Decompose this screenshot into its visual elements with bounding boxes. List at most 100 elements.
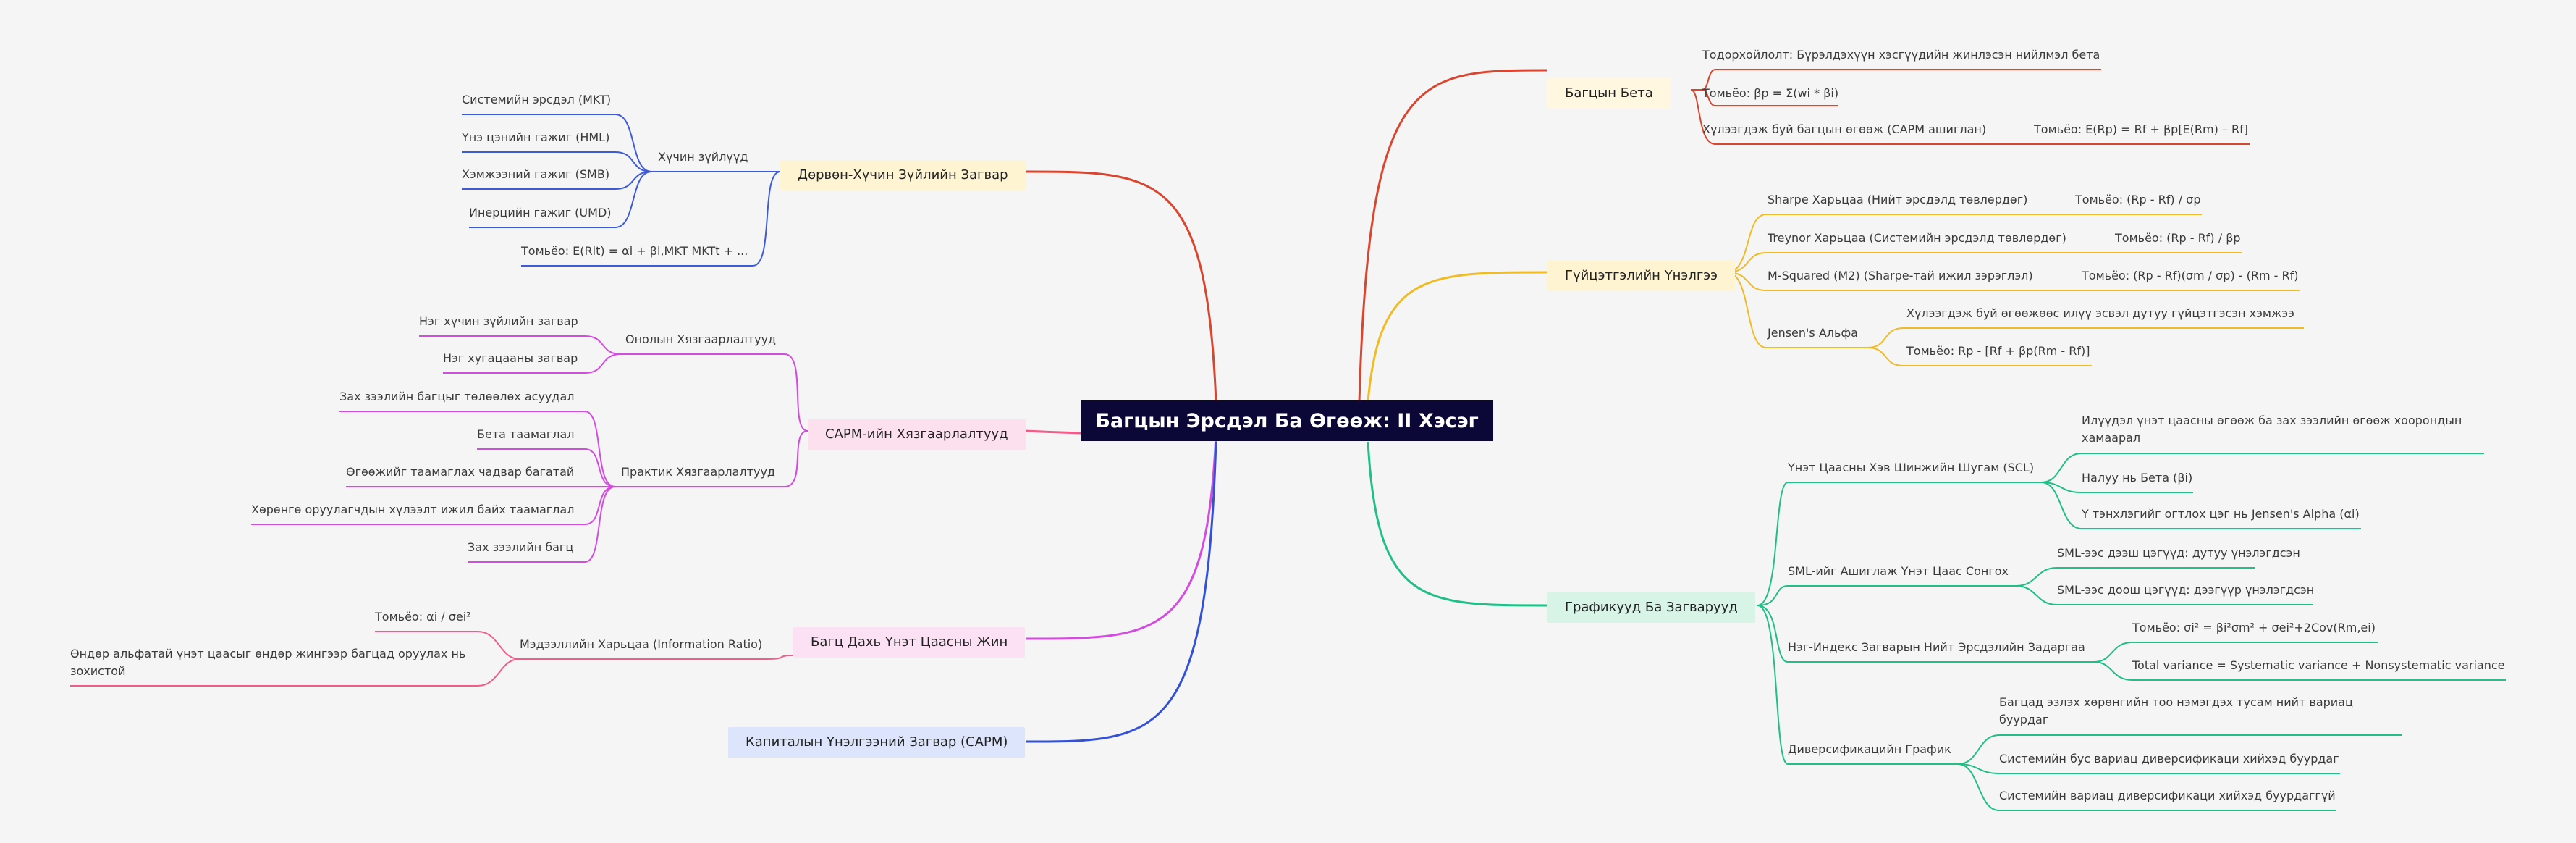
branch-label: Багц Дахь Үнэт Цаасны Жин: [811, 634, 1008, 650]
factors-node: Хүчин зүйлүүд: [658, 150, 748, 164]
div-total-variance: Багцад эзлэх хөрөнгийн тоо нэмэгдэх туса…: [1999, 695, 2353, 726]
link-four-factor: [1026, 170, 1217, 403]
single-factor-model: Нэг хүчин зүйлийн загвар: [419, 314, 578, 328]
single-period-model: Нэг хугацааны загвар: [443, 351, 578, 365]
branch-label: Багцын Бета: [1565, 85, 1653, 101]
beta-expected-return: Хүлээгдэж буй багцын өгөөж (CAPM ашиглан…: [1702, 122, 1987, 136]
single-index-decomposition: Нэг-Индекс Загварын Нийт Эрсдэлийн Задар…: [1788, 640, 2085, 654]
factor-smb: Хэмжээний гажиг (SMB): [462, 167, 610, 181]
branch-capm[interactable]: Капиталын Үнэлгээний Загвар (CAPM): [728, 727, 1026, 758]
root-node[interactable]: Багцын Эрсдэл Ба Өгөөж: II Хэсэг: [1081, 400, 1493, 441]
practical-limitations: Практик Хязгаарлалтууд: [621, 465, 775, 479]
link-ir-desc: [70, 658, 520, 687]
branch-label: Капиталын Үнэлгээний Загвар (CAPM): [746, 734, 1008, 750]
factor-hml: Үнэ цэнийн гажиг (HML): [462, 130, 610, 144]
link-scl-3: [2040, 482, 2361, 529]
high-alpha-weight: Өндөр альфатай үнэт цаасыг өндөр жингээр…: [70, 647, 466, 678]
link-p5: [468, 486, 616, 563]
scl-slope: Налуу нь Бета (βi): [2082, 471, 2193, 485]
scl-relationship: Илүүдэл үнэт цаасны өгөөж ба зах зээлийн…: [2082, 414, 2462, 445]
scl-line: Үнэт Цаасны Хэв Шинжийн Шугам (SCL): [1788, 461, 2035, 474]
branch-label: Графикууд Ба Загварууд: [1565, 600, 1738, 615]
link-scl: [1757, 482, 2041, 606]
factor-mkt: Системийн эрсдэл (MKT): [462, 93, 612, 106]
link-p2: [477, 448, 616, 487]
jensens-alpha-formula: Томьёо: Rp - [Rf + βp(Rm - Rf)]: [1906, 344, 2090, 358]
four-factor-formula: Томьёо: E(Rit) = αi + βi,MKT MKTt + ...: [521, 244, 748, 258]
link-graphs: [1367, 441, 1548, 607]
factor-umd: Инерцийн гажиг (UMD): [469, 206, 612, 219]
link-si-2: [2093, 661, 2506, 681]
link-f2: [462, 151, 652, 172]
sharpe-formula: Томьёо: (Rp - Rf) / σp: [2075, 193, 2201, 206]
link-scl-1: [2040, 453, 2484, 483]
beta-formula: Томьёо: βp = Σ(wi * βi): [1702, 86, 1839, 100]
div-systematic: Системийн вариац диверсификаци хийхэд бу…: [1999, 789, 2336, 802]
link-practical: [615, 430, 808, 487]
link-sml: [1757, 585, 2016, 606]
root-title: Багцын Эрсдэл Ба Өгөөж: II Хэсэг: [1095, 409, 1479, 432]
link-p4: [251, 486, 616, 525]
branch-portfolio-beta[interactable]: Багцын Бета: [1547, 78, 1671, 109]
link-beta-formula: [1702, 89, 1838, 106]
link-f3: [462, 171, 652, 190]
link-jensen-formula: [1867, 347, 2092, 366]
branch-label: Гүйцэтгэлийн Үнэлгээ: [1565, 268, 1718, 283]
link-sml-2: [2015, 585, 2313, 605]
div-nonsystematic: Системийн бус вариац диверсификаци хийхэ…: [1999, 752, 2339, 766]
link-weights: [1026, 434, 1217, 640]
diversification-graph: Диверсификацийн График: [1788, 742, 1951, 756]
link-beta: [1358, 69, 1548, 403]
link-beta-def: [1702, 69, 2101, 91]
branch-capm-limitations[interactable]: CAPM-ийн Хязгаарлалтууд: [808, 419, 1026, 450]
link-theoretical: [621, 353, 808, 432]
single-index-formula: Томьёо: σi² = βi²σm² + σei²+2Cov(Rm,ei): [2132, 621, 2376, 634]
link-div: [1757, 605, 1958, 765]
sharpe-ratio: Sharpe Харьцаа (Нийт эрсдэлд төвлөрдөг): [1768, 193, 2028, 206]
link-div-2: [1957, 763, 2340, 774]
theoretical-limitations: Онолын Хязгаарлалтууд: [625, 332, 777, 346]
link-p1: [339, 411, 616, 487]
link-single-index: [1757, 605, 2094, 663]
information-ratio-formula: Томьёо: αi / σei²: [375, 610, 471, 624]
link-capm: [1026, 441, 1217, 743]
sml-below: SML-ээс доош цэгүүд: дээгүүр үнэлэгдсэн: [2057, 583, 2315, 597]
branch-label: Дөрвөн-Хүчин Зүйлийн Загвар: [798, 167, 1008, 183]
sml-selection: SML-ийг Ашиглаж Үнэт Цаас Сонгох: [1788, 564, 2009, 578]
link-si-1: [2093, 642, 2378, 663]
branch-security-weights[interactable]: Багц Дахь Үнэт Цаасны Жин: [793, 627, 1026, 658]
link-f4: [469, 171, 652, 228]
information-ratio: Мэдээллийн Харьцаа (Information Ratio): [520, 637, 763, 651]
treynor-ratio: Treynor Харьцаа (Системийн эрсдэлд төвлө…: [1768, 231, 2066, 245]
beta-definition: Тодорхойлолт: Бүрэлдэхүүн хэсгүүдийн жин…: [1702, 48, 2100, 62]
branch-graphs-models[interactable]: Графикууд Ба Загварууд: [1547, 592, 1755, 623]
link-t2: [443, 353, 622, 374]
sml-above: SML-ээс дээш цэгүүд: дутуу үнэлэгдсэн: [2057, 546, 2300, 560]
jensens-alpha-description: Хүлээгдэж буй өгөөжөөс илүү эсвэл дутуу …: [1906, 306, 2294, 320]
link-f1: [462, 114, 652, 172]
treynor-formula: Томьёо: (Rp - Rf) / βp: [2115, 231, 2241, 245]
branch-four-factor-model[interactable]: Дөрвөн-Хүчин Зүйлийн Загвар: [780, 160, 1026, 190]
homogeneous-expectations: Хөрөнгө оруулагчдын хүлээлт ижил байх та…: [251, 503, 575, 516]
link-performance: [1365, 271, 1548, 421]
link-t1: [419, 335, 622, 355]
link-div-3: [1957, 763, 2336, 811]
link-div-1: [1957, 734, 2402, 765]
branch-performance-evaluation[interactable]: Гүйцэтгэлийн Үнэлгээ: [1547, 261, 1736, 291]
link-ff-formula: [521, 171, 781, 267]
link-sml-1: [2015, 567, 2255, 587]
beta-expected-formula: Томьёо: E(Rp) = Rf + βp[E(Rm) – Rf]: [2034, 122, 2249, 136]
m-squared: M-Squared (M2) (Sharpe-тай ижил зэрэглэл…: [1768, 269, 2033, 282]
jensens-alpha: Jensen's Альфа: [1768, 326, 1858, 340]
total-variance: Total variance = Systematic variance + N…: [2132, 658, 2505, 672]
beta-estimation: Бета таамаглал: [477, 427, 575, 441]
branch-label: CAPM-ийн Хязгаарлалтууд: [825, 427, 1008, 442]
link-beta-expected: [1690, 89, 2250, 145]
m-squared-formula: Томьёо: (Rp - Rf)(σm / σp) - (Rm - Rf): [2082, 269, 2299, 282]
scl-intercept: Y тэнхлэгийг огтлох цэг нь Jensen's Alph…: [2082, 507, 2360, 521]
low-predictive-power: Өгөөжийг таамаглах чадвар багатай: [346, 465, 575, 479]
link-scl-2: [2040, 482, 2193, 493]
link-jensen-desc: [1867, 327, 2304, 348]
